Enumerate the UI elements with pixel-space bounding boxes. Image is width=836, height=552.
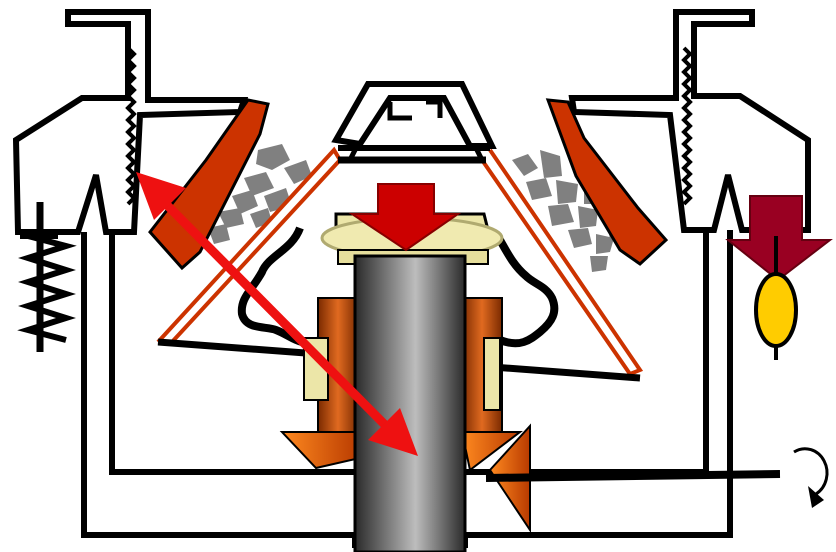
main-shaft <box>355 256 465 552</box>
feed-slot <box>390 102 440 118</box>
feed-distributor <box>336 84 492 146</box>
countershaft <box>486 474 780 478</box>
gear-left <box>282 432 360 468</box>
rotation-arrow-icon <box>794 449 827 508</box>
bearing-insert-right <box>484 338 500 410</box>
